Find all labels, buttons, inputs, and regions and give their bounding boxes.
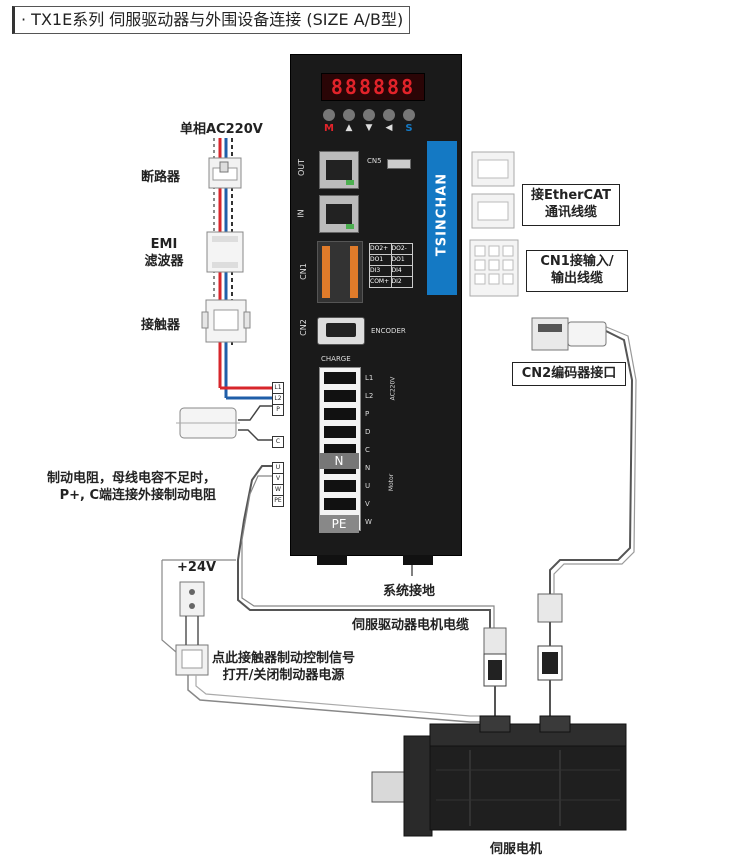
brake-resistor-line2: P+, C端连接外接制动电阻: [59, 488, 217, 503]
ethercat-out-port[interactable]: [319, 151, 359, 189]
encoder-cable: [549, 325, 637, 594]
emi-label-line1: EMI: [150, 237, 178, 252]
brake-resistor: [176, 407, 240, 439]
servo-motor: [371, 715, 627, 837]
v24-label: +24V: [177, 560, 217, 575]
port-in-label: IN: [296, 209, 306, 218]
wire-tag-p: P: [272, 404, 284, 416]
n-separator: N: [319, 453, 359, 469]
emi-filter-device: [206, 231, 244, 273]
power-label: 单相AC220V: [180, 122, 263, 137]
ac-tag: AC220V: [389, 376, 397, 401]
key-s[interactable]: S: [405, 123, 413, 134]
ethercat-callout-line1: 接EtherCAT: [530, 188, 612, 203]
key-m[interactable]: M: [324, 123, 334, 134]
cn1-callout-line1: CN1接输入/: [540, 254, 614, 269]
motor-tag: Motor: [388, 473, 396, 492]
wire-tag-c: C: [272, 436, 284, 448]
brake-power-circuit: [161, 559, 500, 723]
wire-tag-pe: PE: [272, 495, 284, 507]
relay-label: 点此接触器制动控制信号 打开/关闭制动器电源: [212, 650, 355, 684]
brake-resistor-wire: [238, 405, 272, 441]
encoder-connector: [537, 593, 563, 724]
cn1-callout-line2: 输出线缆: [550, 271, 603, 286]
contactor-device: [201, 299, 251, 343]
pe-plate: PE: [319, 515, 359, 533]
ethercat-callout-line2: 通讯线缆: [544, 205, 597, 220]
cn2-plug: [531, 317, 607, 351]
ground-label: 系统接地: [383, 584, 436, 599]
key-up[interactable]: ▲: [345, 123, 353, 133]
relay-label-line1: 点此接触器制动控制信号: [212, 651, 356, 666]
port-cn5-label: CN5: [367, 157, 382, 165]
cn2-callout: CN2编码器接口: [512, 362, 626, 386]
brand-strip: TSINCHAN: [427, 141, 457, 295]
key-down[interactable]: ▼: [365, 123, 373, 133]
page-title: · TX1E系列 伺服驱动器与外围设备连接 (SIZE A/B型): [12, 6, 411, 34]
brake-resistor-line1: 制动电阻，母线电容不足时，: [47, 471, 217, 486]
relay-label-line2: 打开/关闭制动器电源: [222, 668, 345, 683]
drive-keypad: M ▲ ▼ ◀ S: [321, 109, 431, 139]
charge-label: CHARGE: [321, 355, 351, 363]
mount-foot: [317, 555, 347, 565]
cn1-callout: CN1接输入/ 输出线缆: [526, 250, 628, 292]
breaker-device: [208, 157, 242, 189]
motor-power-cable: [237, 465, 495, 630]
encoder-label: ENCODER: [371, 327, 406, 335]
cn1-port[interactable]: [317, 241, 363, 303]
cn1-plug: [469, 239, 519, 297]
breaker-label: 断路器: [141, 170, 181, 185]
power-terminal-block: [319, 367, 361, 531]
port-cn1-label: CN1: [298, 263, 308, 280]
contactor-label: 接触器: [141, 318, 181, 333]
motor-cable-label: 伺服驱动器电机电缆: [352, 618, 470, 633]
ethercat-in-port[interactable]: [319, 195, 359, 233]
motor-label: 伺服电机: [490, 842, 543, 857]
servo-drive: 888888 M ▲ ▼ ◀ S TSINCHAN OUT IN CN5 CN1…: [290, 54, 462, 565]
drive-display: 888888: [321, 73, 425, 101]
key-left[interactable]: ◀: [385, 123, 393, 133]
usb-port[interactable]: [387, 159, 411, 169]
port-cn2-label: CN2: [298, 319, 308, 336]
motor-power-connector: [483, 627, 507, 724]
brand-name: TSINCHAN: [434, 172, 450, 257]
cn2-port[interactable]: [317, 317, 365, 345]
emi-label-line2: 滤波器: [144, 254, 184, 269]
cn2-callout-text: CN2编码器接口: [521, 366, 617, 381]
port-out-label: OUT: [297, 158, 307, 177]
brake-resistor-label: 制动电阻，母线电容不足时， P+, C端连接外接制动电阻: [47, 470, 216, 504]
mount-foot: [403, 555, 433, 565]
ethercat-callout: 接EtherCAT 通讯线缆: [522, 184, 620, 226]
ethercat-plugs: [471, 151, 515, 229]
display-digits: 888888: [330, 75, 416, 99]
emi-label: EMI 滤波器: [140, 236, 188, 270]
